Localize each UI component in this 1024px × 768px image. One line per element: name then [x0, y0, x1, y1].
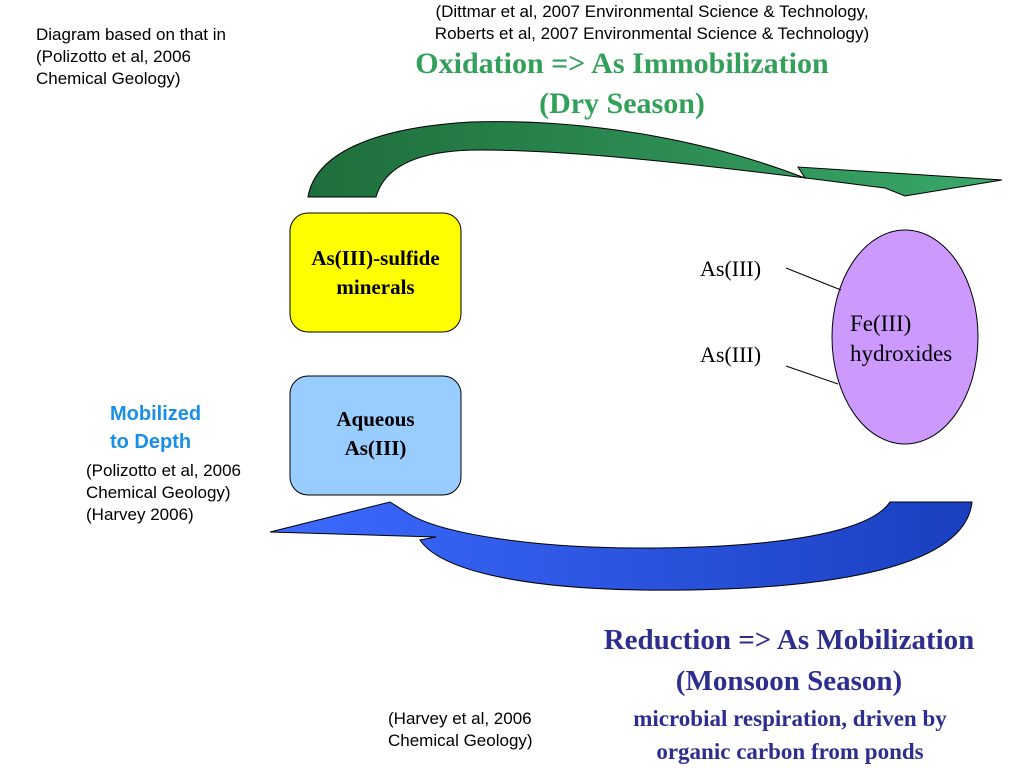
reduction-description-line: microbial respiration, driven by [633, 706, 947, 731]
ref-top-right: (Dittmar et al, 2007 Environmental Scien… [372, 1, 932, 45]
ref-top-left: Diagram based on that in (Polizotto et a… [36, 24, 296, 90]
oxidation-title: Oxidation => As Immobilization (Dry Seas… [352, 44, 892, 124]
oxidation-title-subline: (Dry Season) [539, 87, 705, 120]
ref-top-left-line: Diagram based on that in [36, 25, 226, 44]
fe-label-line: Fe(III) [850, 311, 912, 336]
ref-bottom: (Harvey et al, 2006 Chemical Geology) [388, 708, 588, 752]
sulfide-label-line: minerals [336, 275, 415, 299]
reduction-description-line: organic carbon from ponds [656, 739, 924, 764]
as-iii-label-lower: As(III) [700, 342, 762, 367]
aqueous-as-label: Aqueous As(III) [290, 405, 461, 463]
mobilized-line: to Depth [110, 431, 192, 453]
sulfide-minerals-box [289, 212, 462, 333]
aqueous-label-line: As(III) [344, 436, 407, 460]
ref-mobilized-line: (Polizotto et al, 2006 [86, 461, 241, 480]
ref-mobilized: (Polizotto et al, 2006 Chemical Geology)… [86, 460, 306, 526]
oxidation-arrow [307, 121, 1003, 198]
ref-top-right-line: (Dittmar et al, 2007 Environmental Scien… [435, 2, 869, 21]
ref-top-left-line: Chemical Geology) [36, 69, 181, 88]
ref-bottom-line: Chemical Geology) [388, 731, 533, 750]
sulfide-label-line: As(III)-sulfide [311, 246, 440, 270]
fe-hydroxides-ellipse [831, 229, 979, 445]
reduction-description: microbial respiration, driven by organic… [570, 702, 1010, 768]
fe-label-line: hydroxides [850, 341, 953, 366]
ref-bottom-line: (Harvey et al, 2006 [388, 709, 532, 728]
reduction-title-line: Reduction => As Mobilization [603, 624, 975, 656]
sulfide-minerals-label: As(III)-sulfide minerals [290, 244, 461, 302]
reduction-arrow [269, 501, 973, 591]
mobilized-line: Mobilized [110, 403, 202, 425]
reduction-title-subline: (Monsoon Season) [675, 665, 903, 697]
ref-mobilized-line: Chemical Geology) [86, 483, 231, 502]
ref-mobilized-line: (Harvey 2006) [86, 505, 194, 524]
connector-line-lower [785, 365, 839, 385]
as-iii-label-upper: As(III) [700, 256, 762, 281]
aqueous-as-box [289, 375, 462, 496]
connector-line-upper [785, 267, 842, 291]
fe-hydroxides-label: Fe(III) hydroxides [850, 309, 952, 369]
aqueous-label-line: Aqueous [336, 407, 415, 431]
ref-top-right-line: Roberts et al, 2007 Environmental Scienc… [434, 24, 870, 43]
ref-top-left-line: (Polizotto et al, 2006 [36, 47, 191, 66]
mobilized-to-depth-label: Mobilized to Depth [110, 400, 201, 456]
reduction-title: Reduction => As Mobilization (Monsoon Se… [548, 620, 1024, 702]
oxidation-title-line: Oxidation => As Immobilization [415, 47, 829, 80]
